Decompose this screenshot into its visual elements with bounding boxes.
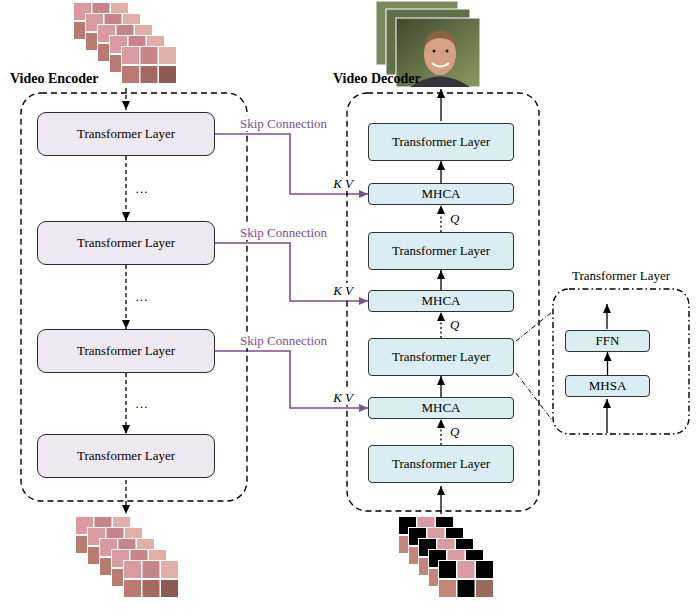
query-arrow (440, 205, 441, 232)
encoder-layer: Transformer Layer (37, 221, 215, 265)
box-label: Transformer Layer (392, 349, 490, 365)
skip-connection-label: Skip Connection (239, 116, 328, 131)
box-label: MHCA (421, 293, 460, 309)
mhsa-box: MHSA (565, 375, 650, 397)
box-label: Transformer Layer (77, 343, 175, 359)
zoom-leader-lines (516, 312, 552, 420)
skip-connection-label: Skip Connection (239, 333, 328, 348)
box-label: Transformer Layer (77, 126, 175, 142)
decoder-layer: Transformer Layer (368, 232, 514, 270)
query-arrow (440, 419, 441, 445)
box-label: Transformer Layer (392, 134, 490, 150)
query-label: Q (449, 211, 460, 226)
ellipsis-label: … (134, 181, 149, 196)
encoder-flow-arrow (125, 265, 126, 329)
group-border (347, 93, 539, 511)
ffn-box: FFN (565, 330, 650, 352)
box-label: FFN (596, 333, 620, 349)
box-label: MHCA (421, 400, 460, 416)
decoder-layer: Transformer Layer (368, 338, 514, 376)
encoder-layer: Transformer Layer (37, 434, 215, 478)
ellipsis-label: … (134, 289, 149, 304)
cross-attention-box: MHCA (368, 183, 514, 205)
group-border (21, 93, 247, 501)
encoded-patches (75, 516, 179, 598)
encoder-layer: Transformer Layer (37, 112, 215, 156)
group-heading: Transformer Layer (552, 268, 690, 284)
decoder-layer: Transformer Layer (368, 445, 514, 483)
layer-flow-arrow (607, 352, 608, 375)
skip-connection-arrow (215, 351, 368, 408)
skip-connection-arrow (215, 134, 368, 194)
decoder-group: Transformer LayerMHCATransformer LayerMH… (346, 92, 540, 512)
query-arrow (440, 312, 441, 338)
group-heading: Video Decoder (333, 71, 421, 87)
decoder-flow-arrow (440, 161, 441, 183)
group-heading: Video Encoder (10, 71, 99, 87)
key-value-label: K V (332, 176, 354, 191)
box-label: Transformer Layer (392, 243, 490, 259)
box-label: Transformer Layer (77, 448, 175, 464)
skip-connection-arrow (215, 243, 368, 301)
box-label: MHSA (589, 378, 627, 394)
cross-attention-box: MHCA (368, 397, 514, 419)
box-label: MHCA (421, 186, 460, 202)
group-outline (552, 288, 690, 435)
encoder-layer: Transformer Layer (37, 329, 215, 373)
query-label: Q (449, 424, 460, 439)
ellipsis-label: … (134, 396, 149, 411)
encoder-flow-arrow (125, 373, 126, 434)
decoder-flow-arrow (440, 270, 441, 290)
masked-patches (398, 516, 494, 598)
layer-detail-group: FFNMHSATransformer Layer (552, 288, 690, 435)
decoder-layer: Transformer Layer (368, 123, 514, 161)
group-border (553, 289, 689, 434)
encoder-flow-arrow (125, 156, 126, 221)
decoder-flow-arrow (440, 376, 441, 397)
box-label: Transformer Layer (392, 456, 490, 472)
key-value-label: K V (332, 283, 354, 298)
key-value-label: K V (332, 390, 354, 405)
cross-attention-box: MHCA (368, 290, 514, 312)
skip-connection-label: Skip Connection (239, 225, 328, 240)
query-label: Q (449, 317, 460, 332)
box-label: Transformer Layer (77, 235, 175, 251)
